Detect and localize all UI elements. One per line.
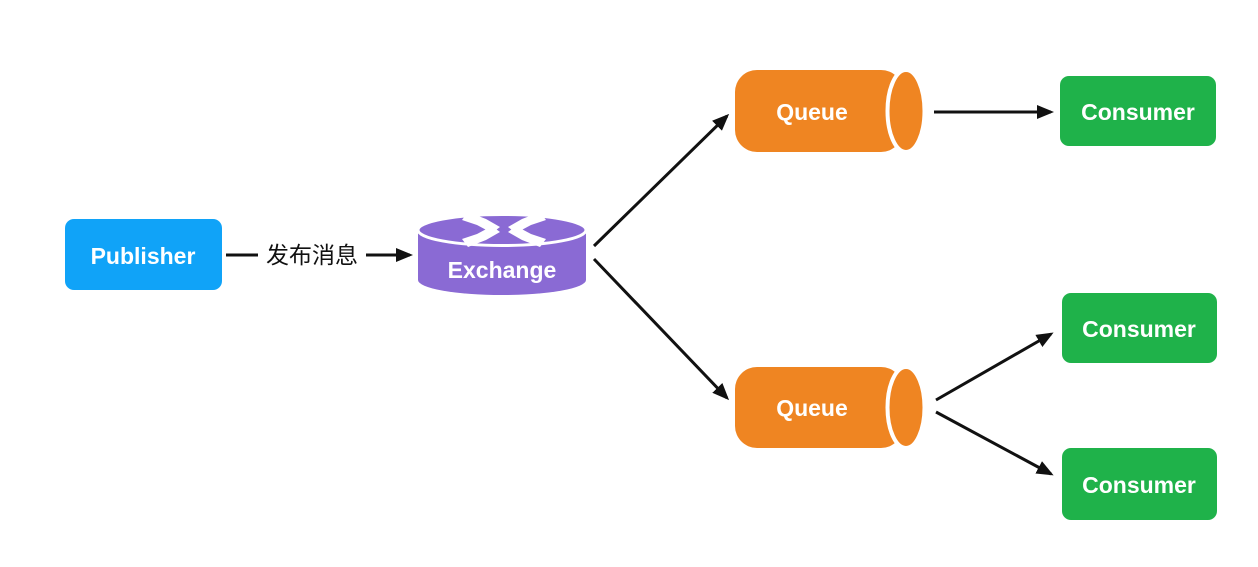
consumer-top-label: Consumer bbox=[1081, 99, 1195, 125]
edge-exchange-to-queue-top bbox=[592, 113, 730, 248]
exchange-cylinder-body bbox=[418, 230, 586, 295]
consumer-bottom-label: Consumer bbox=[1082, 472, 1196, 498]
node-queue-bottom: Queue bbox=[735, 365, 927, 450]
edge-publisher-to-exchange: 发布消息 bbox=[226, 243, 413, 269]
exchange-cylinder-top bbox=[416, 213, 588, 247]
queue-bottom-body bbox=[735, 367, 903, 448]
route-icon-blade-right-bottom bbox=[508, 226, 546, 247]
queue-top-label: Queue bbox=[776, 99, 848, 125]
node-consumer-top: Consumer bbox=[1060, 76, 1216, 146]
queue-top-cap bbox=[885, 68, 927, 154]
node-queue-top: Queue bbox=[735, 68, 927, 154]
consumer-bottom-box bbox=[1062, 448, 1217, 520]
exchange-label: Exchange bbox=[448, 257, 557, 283]
route-icon-blade-left-bottom bbox=[462, 226, 500, 247]
edge-queue-bottom-to-consumer-middle bbox=[935, 332, 1054, 402]
node-consumer-bottom: Consumer bbox=[1062, 448, 1217, 520]
publisher-label: Publisher bbox=[91, 243, 196, 269]
edge-publish-label: 发布消息 bbox=[266, 243, 358, 269]
node-consumer-middle: Consumer bbox=[1062, 293, 1217, 363]
edge-queue-bottom-to-consumer-bottom bbox=[935, 410, 1054, 476]
consumer-middle-box bbox=[1062, 293, 1217, 363]
publisher-box bbox=[65, 219, 222, 290]
consumer-middle-label: Consumer bbox=[1082, 316, 1196, 342]
edge-exchange-to-queue-bottom bbox=[592, 257, 730, 401]
consumer-top-box bbox=[1060, 76, 1216, 146]
node-publisher: Publisher bbox=[65, 219, 222, 290]
queue-top-body bbox=[735, 70, 903, 152]
queue-bottom-label: Queue bbox=[776, 395, 848, 421]
node-exchange: Exchange bbox=[416, 212, 588, 295]
exchange-route-icon bbox=[462, 212, 546, 247]
queue-bottom-cap bbox=[885, 365, 927, 450]
